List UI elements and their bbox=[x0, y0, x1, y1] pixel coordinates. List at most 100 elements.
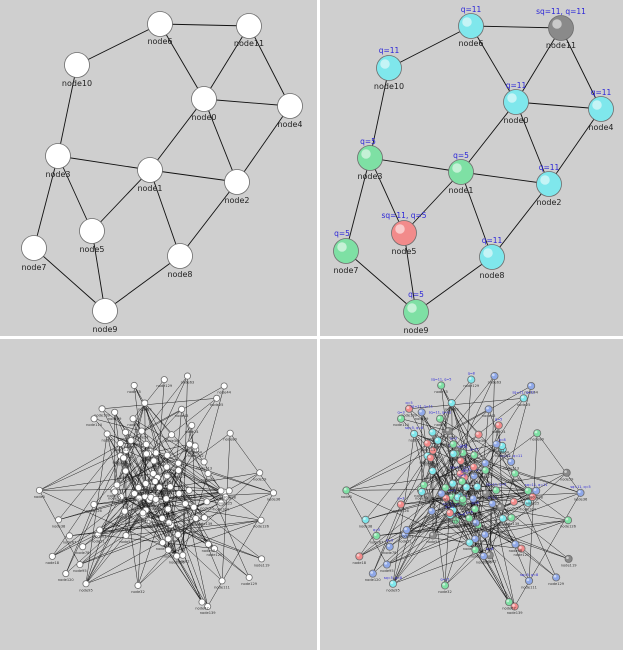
node38-circle[interactable] bbox=[361, 515, 370, 524]
node15-circle[interactable] bbox=[142, 440, 150, 448]
node25-circle[interactable] bbox=[203, 498, 211, 506]
node53-circle[interactable] bbox=[471, 534, 480, 543]
node120-circle[interactable] bbox=[210, 545, 218, 553]
node9-circle[interactable] bbox=[92, 298, 118, 324]
node4-circle[interactable] bbox=[588, 96, 614, 122]
node1-circle[interactable] bbox=[137, 157, 163, 183]
node98-circle[interactable] bbox=[204, 540, 212, 548]
node15-circle[interactable] bbox=[449, 449, 458, 458]
node44-circle[interactable] bbox=[527, 381, 536, 390]
node82-circle[interactable] bbox=[204, 469, 212, 477]
node25-circle[interactable] bbox=[509, 497, 518, 506]
node5-circle[interactable] bbox=[391, 220, 417, 246]
node4-circle[interactable] bbox=[129, 415, 137, 423]
node8-circle[interactable] bbox=[167, 243, 193, 269]
node114-circle[interactable] bbox=[426, 453, 435, 462]
node131-circle[interactable] bbox=[492, 486, 501, 495]
node80-circle[interactable] bbox=[533, 429, 542, 438]
node63-circle[interactable] bbox=[402, 525, 411, 534]
node131-circle[interactable] bbox=[174, 459, 182, 467]
node74-circle[interactable] bbox=[480, 530, 489, 539]
node5-circle[interactable] bbox=[35, 486, 43, 494]
node67-circle[interactable] bbox=[504, 598, 513, 607]
node9-circle[interactable] bbox=[471, 545, 480, 554]
node6-circle[interactable] bbox=[458, 13, 484, 39]
node10-circle[interactable] bbox=[376, 55, 402, 81]
node129-circle[interactable] bbox=[163, 463, 171, 471]
node32-circle[interactable] bbox=[440, 581, 449, 590]
node104-circle[interactable] bbox=[151, 477, 159, 485]
node55-circle[interactable] bbox=[159, 539, 167, 547]
node120-circle[interactable] bbox=[465, 514, 474, 523]
node80-circle[interactable] bbox=[217, 487, 225, 495]
node120-circle[interactable] bbox=[158, 514, 166, 522]
node24-circle[interactable] bbox=[417, 487, 426, 496]
node5-circle[interactable] bbox=[103, 430, 111, 438]
node6-circle[interactable] bbox=[428, 428, 437, 437]
node91-circle[interactable] bbox=[130, 490, 138, 498]
node139-circle[interactable] bbox=[204, 602, 212, 610]
node113-circle[interactable] bbox=[200, 458, 208, 466]
node24-circle[interactable] bbox=[188, 421, 196, 429]
node80-circle[interactable] bbox=[226, 429, 234, 437]
node116-circle[interactable] bbox=[152, 495, 160, 503]
node53-circle[interactable] bbox=[164, 535, 172, 543]
node62-circle[interactable] bbox=[485, 551, 494, 560]
node95-circle[interactable] bbox=[76, 561, 84, 569]
node126-circle[interactable] bbox=[479, 552, 488, 561]
node5-circle[interactable] bbox=[342, 486, 351, 495]
node119-circle[interactable] bbox=[258, 555, 266, 563]
node114-circle[interactable] bbox=[121, 507, 129, 515]
node43-circle[interactable] bbox=[488, 499, 497, 508]
node18-circle[interactable] bbox=[473, 482, 482, 491]
node18-circle[interactable] bbox=[139, 509, 147, 517]
node102-circle[interactable] bbox=[492, 440, 501, 449]
node82-circle[interactable] bbox=[163, 451, 171, 459]
node104-circle[interactable] bbox=[524, 498, 533, 507]
node129-circle[interactable] bbox=[467, 375, 476, 384]
node139-circle[interactable] bbox=[510, 602, 519, 611]
node32-circle[interactable] bbox=[433, 436, 442, 445]
node126-circle[interactable] bbox=[257, 516, 265, 524]
node63-circle[interactable] bbox=[490, 372, 499, 381]
node7-circle[interactable] bbox=[333, 238, 359, 264]
node18-circle[interactable] bbox=[48, 552, 56, 560]
node32-circle[interactable] bbox=[127, 437, 135, 445]
node113-circle[interactable] bbox=[507, 457, 516, 466]
node7-circle[interactable] bbox=[21, 235, 47, 261]
node104-circle[interactable] bbox=[441, 483, 450, 492]
node67-circle[interactable] bbox=[198, 598, 206, 606]
node62-circle[interactable] bbox=[135, 494, 143, 502]
node24-circle[interactable] bbox=[138, 427, 146, 435]
node1-circle[interactable] bbox=[448, 159, 474, 185]
node131-circle[interactable] bbox=[185, 486, 193, 494]
node5-circle[interactable] bbox=[79, 218, 105, 244]
node111-circle[interactable] bbox=[122, 446, 130, 454]
node74-circle[interactable] bbox=[174, 531, 182, 539]
node95-circle[interactable] bbox=[82, 580, 90, 588]
node6-circle[interactable] bbox=[122, 428, 130, 436]
node116-circle[interactable] bbox=[164, 505, 172, 513]
node0-circle[interactable] bbox=[503, 89, 529, 115]
node25-circle[interactable] bbox=[519, 394, 528, 403]
node114-circle[interactable] bbox=[397, 414, 406, 423]
node129-circle[interactable] bbox=[160, 376, 168, 384]
node63-circle[interactable] bbox=[96, 526, 104, 534]
node15-circle[interactable] bbox=[143, 450, 151, 458]
node91-circle[interactable] bbox=[437, 489, 446, 498]
node104-circle[interactable] bbox=[217, 499, 225, 507]
node113-circle[interactable] bbox=[469, 494, 478, 503]
node120-circle[interactable] bbox=[368, 569, 377, 578]
node4-circle[interactable] bbox=[448, 479, 457, 488]
node111-circle[interactable] bbox=[116, 439, 124, 447]
node15-circle[interactable] bbox=[155, 483, 163, 491]
node44-circle[interactable] bbox=[192, 514, 200, 522]
node44-circle[interactable] bbox=[498, 514, 507, 523]
node32-circle[interactable] bbox=[134, 581, 142, 589]
node126-circle[interactable] bbox=[564, 516, 573, 525]
node8-circle[interactable] bbox=[479, 244, 505, 270]
node15-circle[interactable] bbox=[449, 440, 458, 449]
node111-circle[interactable] bbox=[218, 577, 226, 585]
node36-circle[interactable] bbox=[270, 489, 278, 497]
node62-circle[interactable] bbox=[442, 494, 451, 503]
